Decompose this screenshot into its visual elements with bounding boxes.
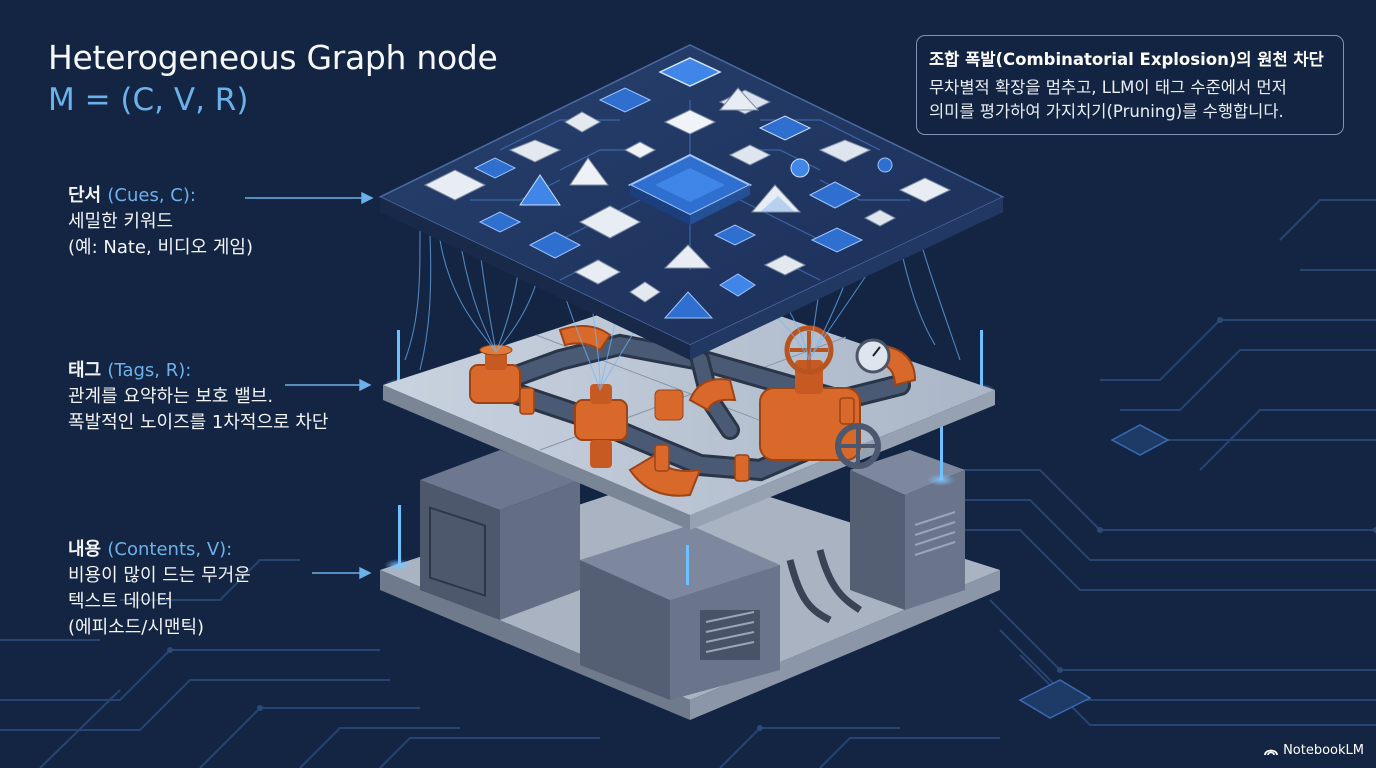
callout-line-2: 의미를 평가하여 가지치기(Pruning)를 수행합니다. <box>929 102 1284 121</box>
cues-heading-text: 단서 <box>68 185 102 206</box>
callout-body: 무차별적 확장을 멈추고, LLM이 태그 수준에서 먼저 의미를 평가하여 가… <box>929 76 1329 124</box>
valve-flanges <box>519 387 855 482</box>
cues-heading: 단서 (Cues, C): <box>68 183 253 209</box>
cues-line-2: (예: Nate, 비디오 게임) <box>68 237 253 258</box>
cues-layer <box>378 44 1005 360</box>
server-block-left <box>420 450 580 620</box>
label-arrows <box>245 191 374 580</box>
contents-heading-paren: (Contents, V): <box>107 539 233 560</box>
contents-layer <box>380 450 1000 720</box>
sphere-components <box>790 157 893 178</box>
cues-line-1: 세밀한 키워드 <box>68 211 174 232</box>
brand-watermark: NotebookLM <box>1264 743 1364 758</box>
small-chip-right <box>1110 424 1170 456</box>
valve-center <box>574 384 684 468</box>
tags-line-2: 폭발적인 노이즈를 1차적으로 차단 <box>68 412 329 433</box>
valve-right-big <box>759 325 861 461</box>
cpu-chip-center <box>627 153 753 225</box>
tags-layer <box>383 285 995 530</box>
pyramid-components <box>519 87 802 319</box>
handwheel-icon <box>835 423 881 469</box>
node-formula: M = (C, V, R) <box>48 82 249 118</box>
tags-label: 태그 (Tags, R): 관계를 요약하는 보호 밸브. 폭발적인 노이즈를 … <box>68 358 328 436</box>
tags-heading-text: 태그 <box>68 360 102 381</box>
notebooklm-logo-icon <box>1264 749 1278 756</box>
server-block-center <box>580 525 780 700</box>
cues-heading-paren: (Cues, C): <box>107 185 196 206</box>
gauge-icon <box>855 338 891 374</box>
cues-label: 단서 (Cues, C): 세밀한 키워드 (예: Nate, 비디오 게임) <box>68 183 253 261</box>
tags-heading: 태그 (Tags, R): <box>68 358 328 384</box>
callout-line-1: 무차별적 확장을 멈추고, LLM이 태그 수준에서 먼저 <box>929 78 1287 97</box>
contents-heading: 내용 (Contents, V): <box>68 537 251 563</box>
small-chip-bottom <box>1018 679 1092 719</box>
tags-heading-paren: (Tags, R): <box>107 360 192 381</box>
contents-heading-text: 내용 <box>68 539 102 560</box>
tags-line-1: 관계를 요약하는 보호 밸브. <box>68 386 274 407</box>
contents-line-2: 텍스트 데이터 <box>68 591 174 612</box>
contents-line-3: (에피소드/시맨틱) <box>68 617 205 638</box>
contents-label: 내용 (Contents, V): 비용이 많이 드는 무거운 텍스트 데이터 … <box>68 537 251 641</box>
contents-line-1: 비용이 많이 드는 무거운 <box>68 565 251 586</box>
chip-components <box>423 57 952 303</box>
callout-title: 조합 폭발(Combinatorial Explosion)의 원천 차단 <box>929 50 1324 69</box>
circuit-nodes <box>167 317 1376 731</box>
callout-box: 조합 폭발(Combinatorial Explosion)의 원천 차단 무차… <box>916 35 1344 135</box>
server-block-right <box>850 450 965 610</box>
page-title: Heterogeneous Graph node <box>48 38 498 77</box>
brand-name: NotebookLM <box>1283 743 1364 758</box>
